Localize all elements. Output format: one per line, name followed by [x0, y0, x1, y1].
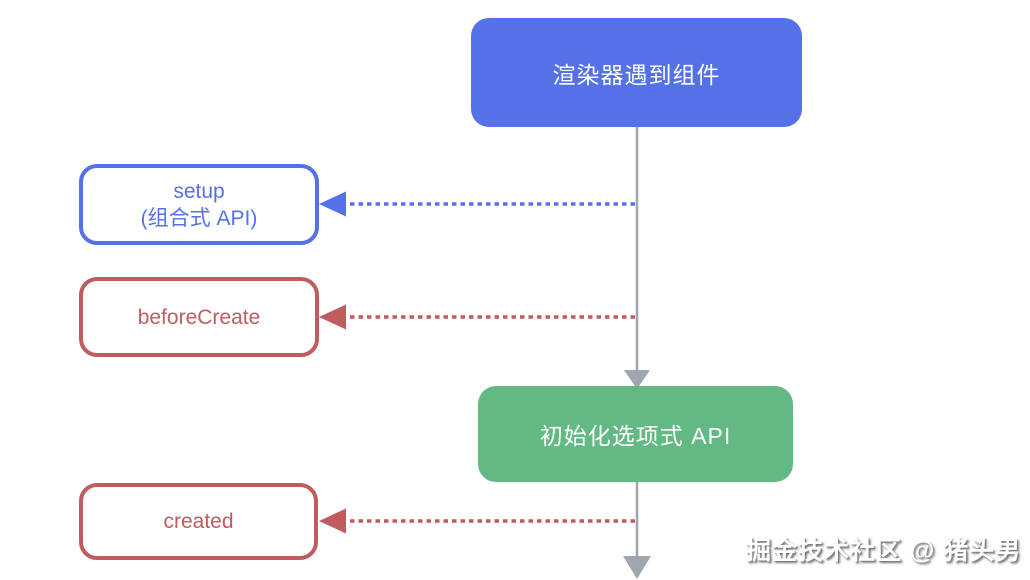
node-before-create-hook: beforeCreate [79, 277, 319, 357]
node-before-create-label: beforeCreate [137, 305, 261, 329]
node-setup-label-line2: (组合式 API) [140, 206, 258, 230]
hook-arrow-setup [319, 191, 635, 217]
node-renderer-encounters-component: 渲染器遇到组件 [471, 18, 802, 127]
hook-arrow-created [319, 508, 635, 534]
node-setup-label-line1: setup [173, 179, 225, 203]
node-init-options-api: 初始化选项式 API [478, 386, 793, 482]
watermark: 掘金技术社区 @ 猪头男 [746, 537, 1022, 565]
node-renderer-label: 渲染器遇到组件 [552, 61, 721, 88]
flow-arrow-init-to-next [623, 482, 651, 579]
node-setup-hook: setup (组合式 API) [79, 164, 319, 245]
flow-arrow-renderer-to-init [624, 127, 650, 389]
node-created-label: created [163, 510, 234, 533]
node-created-hook: created [79, 483, 318, 560]
node-init-options-label: 初始化选项式 API [539, 423, 732, 449]
hook-arrow-before-create [319, 304, 635, 330]
